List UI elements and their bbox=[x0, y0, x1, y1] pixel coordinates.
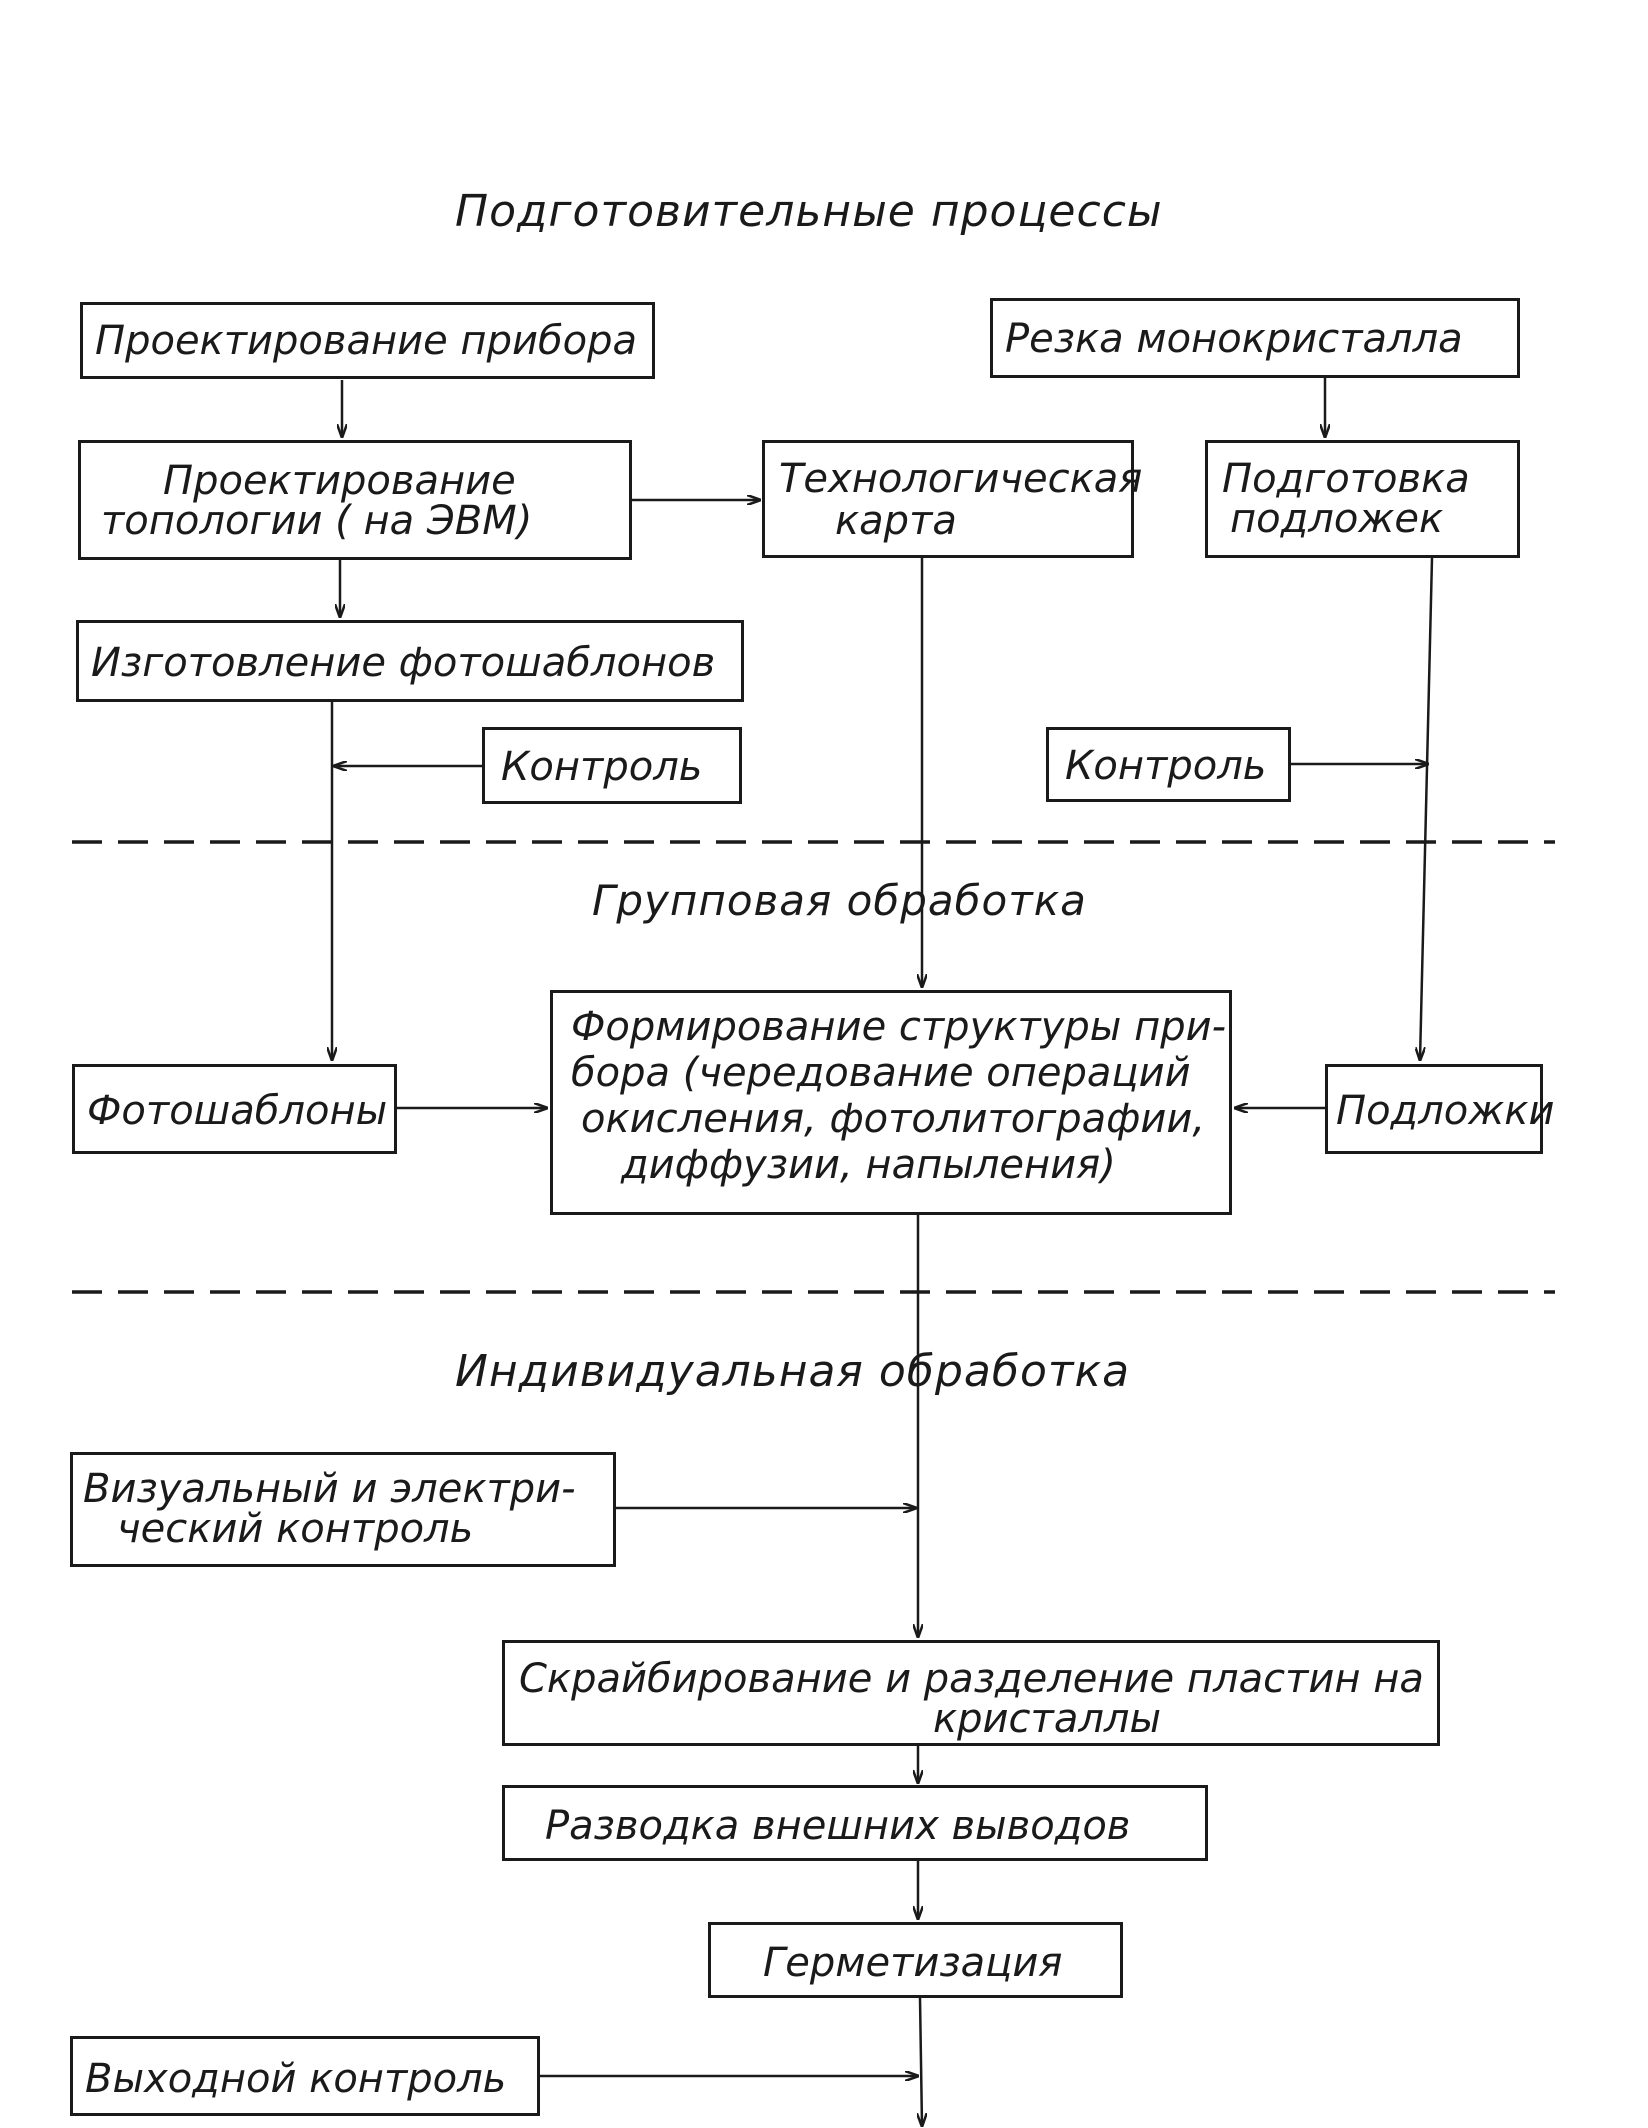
box-visual-label-2: ческий контроль bbox=[117, 1506, 474, 1552]
box-control-right: Контроль bbox=[1046, 727, 1291, 802]
box-photomask-making-label: Изготовление фотошаблонов bbox=[91, 640, 716, 686]
box-wiring: Разводка внешних выводов bbox=[502, 1785, 1208, 1861]
box-device-design: Проектирование прибора bbox=[80, 302, 655, 379]
box-tech-map-label-2: карта bbox=[835, 498, 957, 544]
box-structure-label-2: бора (чередование операций bbox=[571, 1050, 1191, 1096]
box-substrate-prep-label-1: Подготовка bbox=[1222, 456, 1470, 502]
box-photomask-making: Изготовление фотошаблонов bbox=[76, 620, 744, 702]
section-title-group: Групповая обработка bbox=[592, 876, 1087, 925]
box-output-control: Выходной контроль bbox=[70, 2036, 540, 2116]
box-substrates-label: Подложки bbox=[1336, 1088, 1555, 1134]
line-sealing-down bbox=[920, 1997, 922, 2126]
box-scribing-label-2: кристаллы bbox=[933, 1696, 1162, 1742]
box-structure-label-1: Формирование структуры при- bbox=[571, 1004, 1227, 1050]
box-control-right-label: Контроль bbox=[1065, 743, 1267, 789]
box-scribing: Скрайбирование и разделение пластин на к… bbox=[502, 1640, 1440, 1746]
box-structure-label-3: окисления, фотолитографии, bbox=[581, 1096, 1206, 1142]
box-photomasks: Фотошаблоны bbox=[72, 1064, 397, 1154]
box-topology-label-1: Проектирование bbox=[163, 458, 516, 504]
box-wiring-label: Разводка внешних выводов bbox=[545, 1803, 1131, 1849]
box-structure-forming: Формирование структуры при- бора (чередо… bbox=[550, 990, 1232, 1215]
box-control-left-label: Контроль bbox=[501, 744, 703, 790]
box-control-left: Контроль bbox=[482, 727, 742, 804]
box-substrate-prep-label-2: подложек bbox=[1230, 496, 1444, 542]
section-title-preparatory: Подготовительные процессы bbox=[455, 186, 1163, 237]
box-sealing: Герметизация bbox=[708, 1922, 1123, 1998]
box-device-design-label: Проектирование прибора bbox=[95, 318, 638, 364]
box-crystal-cutting: Резка монокристалла bbox=[990, 298, 1520, 378]
box-crystal-cutting-label: Резка монокристалла bbox=[1005, 316, 1463, 362]
box-visual-control: Визуальный и электри- ческий контроль bbox=[70, 1452, 616, 1567]
box-tech-map-label-1: Технологическая bbox=[779, 456, 1143, 502]
line-substrate-down bbox=[1420, 557, 1434, 1060]
box-output-control-label: Выходной контроль bbox=[85, 2056, 507, 2102]
box-topology-label-2: топологии ( на ЭВМ) bbox=[101, 498, 533, 544]
box-visual-label-1: Визуальный и электри- bbox=[83, 1466, 576, 1512]
box-substrate-prep: Подготовка подложек bbox=[1205, 440, 1520, 558]
box-photomasks-label: Фотошаблоны bbox=[87, 1088, 388, 1134]
box-sealing-label: Герметизация bbox=[763, 1940, 1063, 1986]
section-title-individual: Индивидуальная обработка bbox=[455, 1346, 1131, 1397]
box-substrates: Подложки bbox=[1325, 1064, 1554, 1154]
box-scribing-label-1: Скрайбирование и разделение пластин на bbox=[519, 1656, 1424, 1702]
box-topology-design: Проектирование топологии ( на ЭВМ) bbox=[78, 440, 632, 560]
box-structure-label-4: диффузии, напыления) bbox=[621, 1142, 1116, 1188]
box-tech-map: Технологическая карта bbox=[762, 440, 1142, 558]
